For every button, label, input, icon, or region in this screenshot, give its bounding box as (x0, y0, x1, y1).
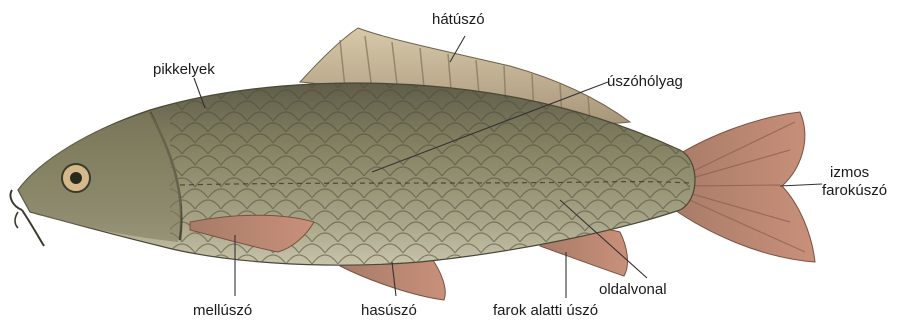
label-lateral-line: oldalvonal (599, 281, 667, 298)
label-swim-bladder: úszóhólyag (607, 73, 683, 90)
label-tail-fin-line1: izmos (830, 164, 869, 181)
label-dorsal-fin: hátúszó (432, 11, 485, 28)
label-pectoral-fin: mellúszó (193, 302, 252, 319)
label-tail-fin-line2: farokúszó (822, 182, 887, 199)
label-pelvic-fin: hasúszó (361, 302, 417, 319)
leader-tail (780, 184, 822, 186)
label-anal-fin: farok alatti úszó (493, 302, 598, 319)
label-scales: pikkelyek (153, 61, 215, 78)
